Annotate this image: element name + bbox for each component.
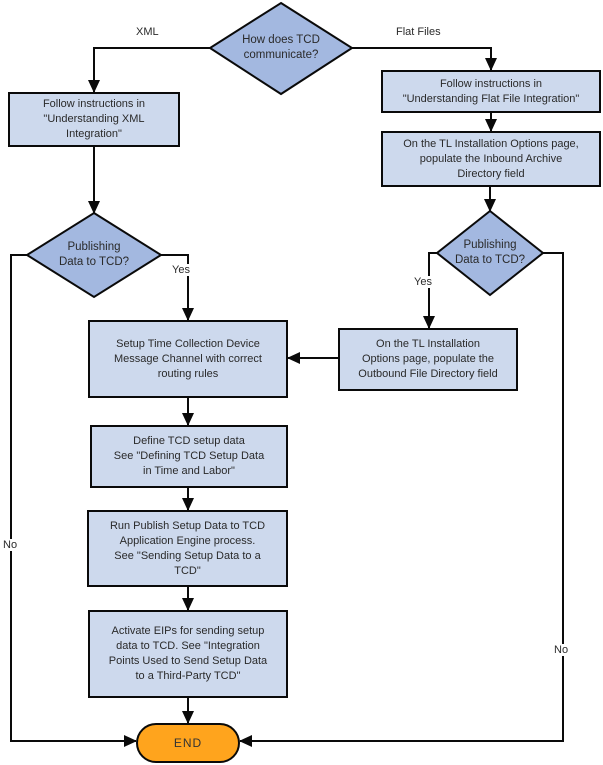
- process-outbound-file: On the TL Installation Options page, pop…: [338, 328, 518, 391]
- edge-label-xml: XML: [136, 26, 159, 38]
- decision-publishing-left-label: Publishing Data to TCD?: [58, 241, 130, 268]
- edge-label-yes-left: Yes: [170, 264, 192, 276]
- edge-label-yes-right: Yes: [412, 276, 434, 288]
- edge-yes-right: [423, 252, 437, 329]
- edge-no-right: [239, 252, 564, 747]
- edge-flat-files: [352, 47, 497, 71]
- edge-xml: [88, 47, 210, 93]
- process-activate-eips: Activate EIPs for sending setup data to …: [88, 610, 288, 698]
- process-inbound-archive: On the TL Installation Options page, pop…: [381, 131, 601, 187]
- decision-communicate-label: How does TCD communicate?: [242, 34, 320, 61]
- edge-label-flat-files: Flat Files: [396, 26, 441, 38]
- end-terminator: END: [136, 723, 240, 763]
- process-flat-file-instructions: Follow instructions in "Understanding Fl…: [381, 70, 601, 113]
- decision-publishing-right-label: Publishing Data to TCD?: [454, 239, 526, 266]
- edge-label-no-left: No: [1, 539, 20, 551]
- process-define-setup-data: Define TCD setup data See "Defining TCD …: [90, 425, 288, 488]
- process-run-publish: Run Publish Setup Data to TCD Applicatio…: [87, 510, 288, 587]
- process-message-channel: Setup Time Collection Device Message Cha…: [88, 320, 288, 398]
- edge-label-no-right: No: [552, 644, 571, 656]
- process-xml-instructions: Follow instructions in "Understanding XM…: [8, 92, 180, 147]
